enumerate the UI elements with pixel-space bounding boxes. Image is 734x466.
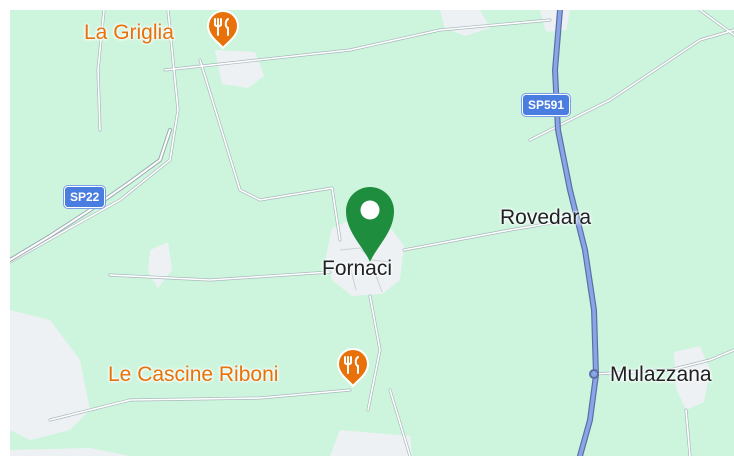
poi-name-le-cascine-riboni[interactable]: Le Cascine Riboni <box>108 363 279 386</box>
urban-area-south <box>330 430 412 456</box>
road-shield-sp22: SP22 <box>64 186 106 208</box>
junction-dot-inner <box>591 371 597 377</box>
location-pin-icon[interactable] <box>343 184 397 264</box>
map-view[interactable]: SP591 SP22 La Griglia Le Cascine Riboni … <box>10 10 734 456</box>
place-label-fornaci[interactable]: Fornaci <box>322 257 393 280</box>
map-base <box>10 10 734 456</box>
place-label-mulazzana[interactable]: Mulazzana <box>610 363 712 386</box>
urban-area-north <box>215 50 264 88</box>
road-shield-sp591: SP591 <box>522 94 571 116</box>
urban-area-small <box>148 242 172 288</box>
place-label-rovedara[interactable]: Rovedara <box>500 206 592 229</box>
road-sp22 <box>10 129 171 261</box>
highway-sp591 <box>553 10 598 456</box>
restaurant-icon[interactable] <box>336 348 370 388</box>
urban-area-sw <box>10 448 130 456</box>
minor-roads <box>10 10 734 456</box>
highway-sp591-outline <box>551 10 600 456</box>
restaurant-icon[interactable] <box>206 10 240 50</box>
urban-area-west <box>10 310 90 440</box>
urban-area-top <box>440 10 490 36</box>
poi-name-la-griglia[interactable]: La Griglia <box>84 21 174 44</box>
